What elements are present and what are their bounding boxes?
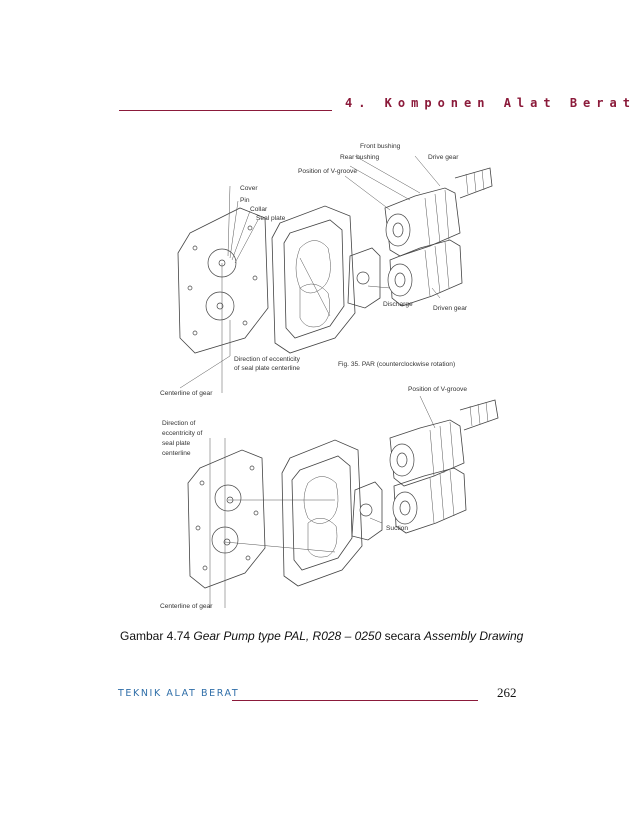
label-suction: Suction: [386, 525, 408, 532]
top-leaders: [179, 155, 441, 393]
bottom-gears: [389, 399, 499, 534]
figure-caption: Gambar 4.74 Gear Pump type PAL, R028 – 0…: [120, 629, 523, 643]
label-cover: Cover: [240, 185, 258, 192]
top-cover-plate: [177, 207, 269, 354]
label-discharge: Discharge: [383, 301, 413, 308]
label-direction-eccentricity-2: of seal plate centerline: [234, 365, 300, 372]
label-bottom-direction-3: seal plate: [162, 440, 191, 447]
label-collar: Collar: [250, 206, 268, 213]
label-bottom-direction-4: centerline: [162, 450, 191, 457]
assembly-drawing-svg: Front bushing Rear bushing Drive gear Po…: [160, 143, 499, 610]
bottom-housing: [281, 439, 363, 587]
label-pin: Pin: [240, 197, 250, 204]
footer-rule: [232, 700, 478, 701]
label-bottom-direction-1: Direction of: [162, 420, 196, 427]
label-rear-bushing: Rear bushing: [340, 154, 380, 161]
header-rule: [119, 110, 332, 111]
label-driven-gear: Driven gear: [433, 305, 468, 312]
label-bottom-position-v-groove: Position of V-groove: [408, 386, 467, 393]
label-position-v-groove: Position of V-groove: [298, 168, 357, 175]
label-drive-gear: Drive gear: [428, 154, 459, 161]
chapter-heading: 4. Komponen Alat Berat: [345, 96, 636, 110]
label-front-bushing: Front bushing: [360, 143, 401, 150]
bottom-leaders: [209, 395, 436, 608]
caption-middle: secara: [381, 629, 424, 643]
top-seal-plate: [347, 247, 381, 309]
label-seal-plate: Seal plate: [256, 215, 286, 222]
bottom-cover-plate: [187, 449, 266, 589]
label-centerline-of-gear-bottom: Centerline of gear: [160, 603, 213, 610]
caption-prefix: Gambar 4.74: [120, 629, 194, 643]
page-number: 262: [497, 685, 517, 700]
label-bottom-direction-2: eccentricity of: [162, 430, 202, 437]
footer-book-title: TEKNIK ALAT BERAT: [118, 688, 240, 699]
caption-title-italic: Gear Pump type PAL, R028 – 0250: [193, 629, 382, 643]
bottom-seal-plate: [351, 481, 383, 541]
top-housing: [271, 205, 356, 354]
label-direction-eccentricity-1: Direction of eccenticity: [234, 356, 301, 363]
top-gears: [384, 167, 493, 307]
label-centerline-of-gear-top: Centerline of gear: [160, 390, 213, 397]
assembly-drawing-figure: Front bushing Rear bushing Drive gear Po…: [150, 138, 510, 618]
caption-italic-2: Assembly Drawing: [423, 629, 524, 643]
figure-title: Fig. 35. PAR (counterclockwise rotation): [338, 361, 455, 368]
